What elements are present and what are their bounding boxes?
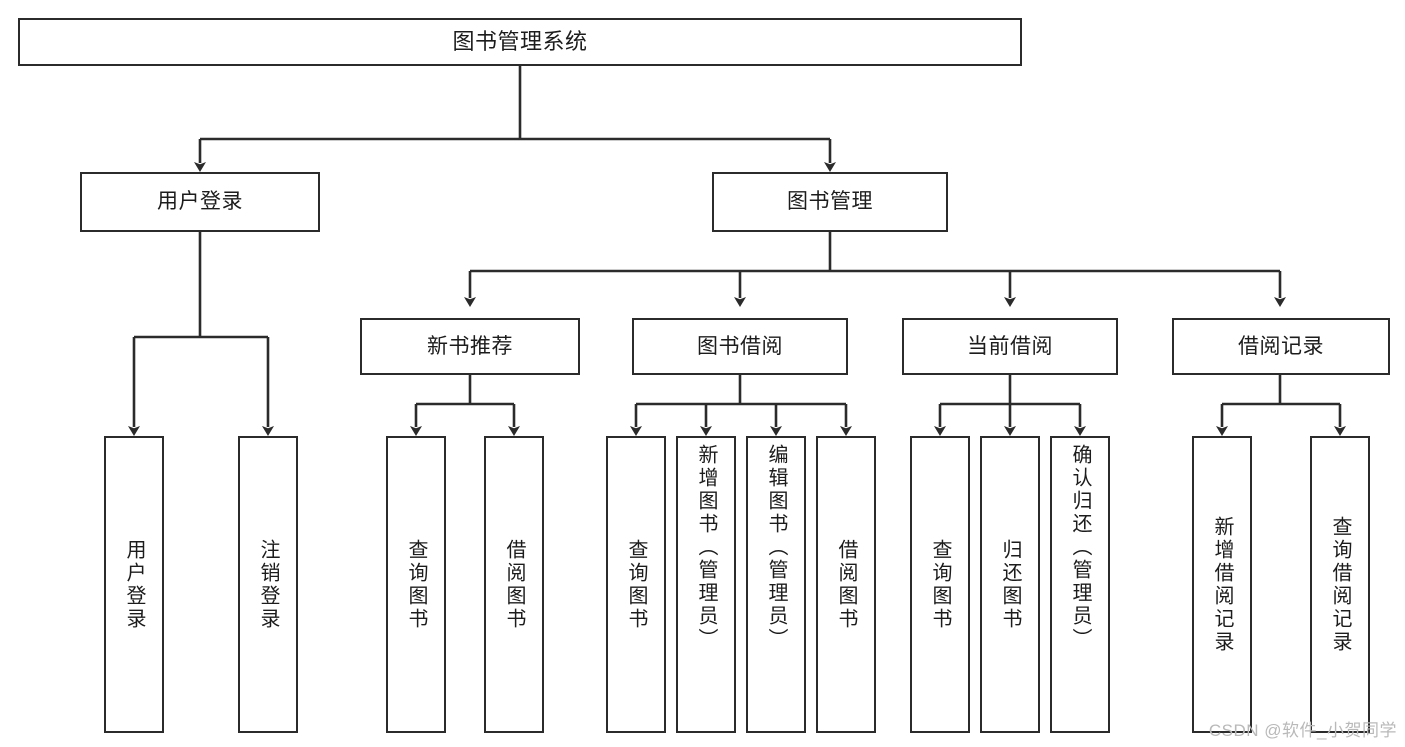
node-user-login[interactable]: 用户登录 [80,172,320,232]
node-label: 新书推荐 [427,334,513,358]
leaf-book-borrow-edit-book-admin[interactable]: 编辑图书（管理员） [746,436,806,733]
node-label: 归还图书 [999,538,1021,631]
node-label: 图书借阅 [697,334,783,358]
node-label: 新增图书（管理员） [695,444,717,651]
leaf-user-login-login[interactable]: 用户登录 [104,436,164,733]
leaf-borrow-record-query-record[interactable]: 查询借阅记录 [1310,436,1370,733]
node-label: 查询借阅记录 [1329,515,1351,654]
leaf-new-book-borrow-book[interactable]: 借阅图书 [484,436,544,733]
leaf-user-login-logout[interactable]: 注销登录 [238,436,298,733]
node-book-borrow[interactable]: 图书借阅 [632,318,848,375]
node-label: 查询图书 [625,538,647,631]
node-label: 图书管理 [787,190,873,214]
node-label: 确认归还（管理员） [1069,444,1091,651]
leaf-book-borrow-add-book-admin[interactable]: 新增图书（管理员） [676,436,736,733]
leaf-new-book-query-book[interactable]: 查询图书 [386,436,446,733]
node-label: 查询图书 [405,538,427,631]
node-label: 用户登录 [157,190,243,214]
node-label: 编辑图书（管理员） [765,444,787,651]
leaf-current-borrow-confirm-return-admin[interactable]: 确认归还（管理员） [1050,436,1110,733]
node-label: 当前借阅 [967,334,1053,358]
node-label: 查询图书 [929,538,951,631]
node-label: 用户登录 [123,538,145,631]
node-label: 注销登录 [257,538,279,631]
node-borrow-record[interactable]: 借阅记录 [1172,318,1390,375]
node-new-book-recommend[interactable]: 新书推荐 [360,318,580,375]
leaf-borrow-record-add-record[interactable]: 新增借阅记录 [1192,436,1252,733]
node-label: 借阅图书 [835,538,857,631]
leaf-book-borrow-borrow-book[interactable]: 借阅图书 [816,436,876,733]
node-root-system[interactable]: 图书管理系统 [18,18,1022,66]
leaf-book-borrow-query-book[interactable]: 查询图书 [606,436,666,733]
node-current-borrow[interactable]: 当前借阅 [902,318,1118,375]
leaf-current-borrow-query-book[interactable]: 查询图书 [910,436,970,733]
node-label: 新增借阅记录 [1211,515,1233,654]
node-label: 图书管理系统 [452,28,588,54]
node-label: 借阅图书 [503,538,525,631]
watermark: CSDN @软件_小贺同学 [1208,721,1397,740]
leaf-current-borrow-return-book[interactable]: 归还图书 [980,436,1040,733]
node-book-management[interactable]: 图书管理 [712,172,948,232]
node-label: 借阅记录 [1238,334,1324,358]
